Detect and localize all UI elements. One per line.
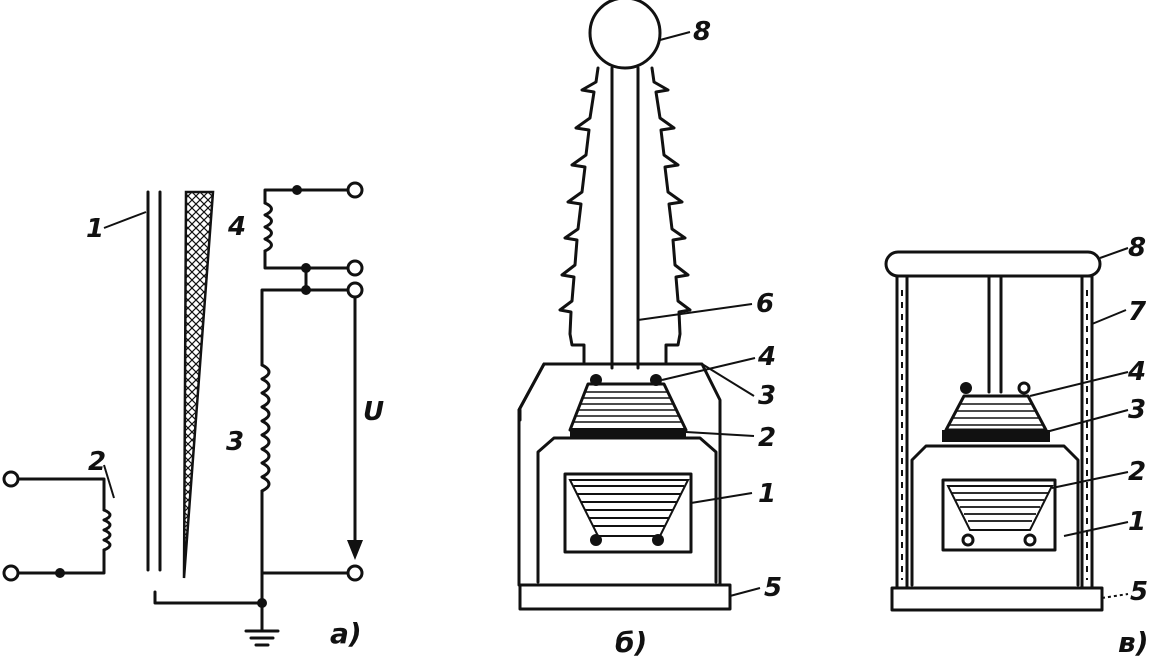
label-4-leader [1029, 371, 1129, 397]
label-core: 1 [86, 214, 104, 244]
primary-junction [55, 568, 65, 578]
ground-wire [153, 590, 264, 605]
label-4-leader [661, 357, 756, 381]
b-label-5: 5 [764, 573, 782, 603]
c-terminal-left [960, 382, 972, 394]
measuring-terminal-top [346, 181, 364, 199]
core-window [563, 472, 693, 554]
c-lower-terminal-right [1023, 533, 1037, 547]
label-primary-winding: 2 [88, 447, 106, 477]
label-secondary-winding: 3 [226, 427, 244, 457]
label-6-leader [637, 303, 753, 321]
label-measuring-winding: 4 [227, 212, 246, 242]
label-2-leader [685, 431, 755, 437]
c-label-5: 5 [1130, 577, 1148, 607]
winding-stack [568, 382, 688, 432]
c-lower-winding [946, 485, 1054, 531]
c-label-7: 7 [1128, 297, 1147, 327]
lower-winding-turns [574, 485, 684, 527]
upper-winding-turns [949, 403, 1043, 426]
primary-winding-base [570, 428, 686, 438]
measuring-coil [263, 201, 273, 253]
panel-a-schematic: 1 2 3 4 U a) [2, 181, 384, 650]
cylinder-wall-right [1080, 274, 1094, 590]
c-label-1: 1 [1128, 507, 1146, 537]
hv-terminal-top [346, 281, 364, 299]
primary-lead-bottom [16, 548, 106, 575]
c-core-window [941, 478, 1057, 552]
c-label-2: 2 [1128, 457, 1146, 487]
label-2-leader [103, 464, 115, 499]
winding-turns [572, 391, 682, 423]
b-label-2: 2 [758, 423, 776, 453]
top-electrode-ring [884, 250, 1102, 278]
electrode-sphere [588, 0, 662, 70]
lower-terminal-right [652, 534, 664, 546]
winding-terminal-right [650, 374, 662, 386]
primary-terminal-bottom [2, 564, 20, 582]
label-1-leader [690, 492, 753, 504]
caption-a: a) [330, 617, 362, 650]
panel-b-transformer: 8 6 4 3 2 1 5 б) [517, 0, 782, 659]
c-core-frame [910, 444, 1080, 587]
measuring-terminal-bottom [346, 259, 364, 277]
secondary-coil [260, 363, 271, 493]
c-base-plate [890, 586, 1104, 612]
cylinder-wall-left [895, 274, 909, 590]
label-1-leader [103, 211, 147, 229]
caption-c: в) [1118, 626, 1149, 659]
c-label-8: 8 [1128, 233, 1146, 263]
voltage-arrow-head [347, 540, 363, 560]
measuring-lead-bottom [263, 249, 350, 270]
panel-c-transformer: 8 7 4 3 2 1 5 в) [884, 233, 1149, 659]
primary-terminal-top [2, 470, 20, 488]
label-1-leader [1063, 521, 1129, 537]
c-terminal-right [1017, 381, 1031, 395]
label-5-leader [1101, 593, 1129, 599]
label-3-leader [1045, 409, 1129, 433]
core-frame [536, 436, 718, 584]
primary-lead-top [16, 477, 106, 512]
c-label-4: 4 [1127, 357, 1146, 387]
b-label-1: 1 [758, 479, 776, 509]
c-label-3: 3 [1128, 395, 1146, 425]
base-plate [518, 583, 732, 611]
b-label-8: 8 [693, 17, 711, 47]
winding-terminal-left [590, 374, 602, 386]
hv-terminal-bottom [346, 564, 364, 582]
b-label-3: 3 [758, 381, 776, 411]
bushing-right-profile [650, 66, 692, 364]
label-2-leader [1051, 471, 1129, 489]
insulation-wedge [182, 190, 215, 579]
label-8-leader [659, 31, 691, 41]
caption-b: б) [615, 626, 647, 659]
lower-winding [568, 479, 690, 537]
label-voltage: U [363, 397, 384, 427]
label-5-leader [729, 587, 761, 597]
label-7-leader [1091, 309, 1127, 325]
bushing-left-profile [558, 66, 600, 364]
b-label-6: 6 [756, 289, 774, 319]
lower-terminal-left [590, 534, 602, 546]
c-lower-terminal-left [961, 533, 975, 547]
upper-winding-base [942, 430, 1050, 442]
secondary-lead-top [260, 288, 350, 367]
label-8-leader [1099, 247, 1129, 259]
tank-top-left [517, 362, 546, 587]
measuring-lead-top [263, 188, 350, 205]
primary-coil [102, 508, 112, 552]
measuring-junction-top [292, 185, 302, 195]
b-label-4: 4 [757, 342, 776, 372]
c-lower-winding-turns [952, 492, 1048, 522]
